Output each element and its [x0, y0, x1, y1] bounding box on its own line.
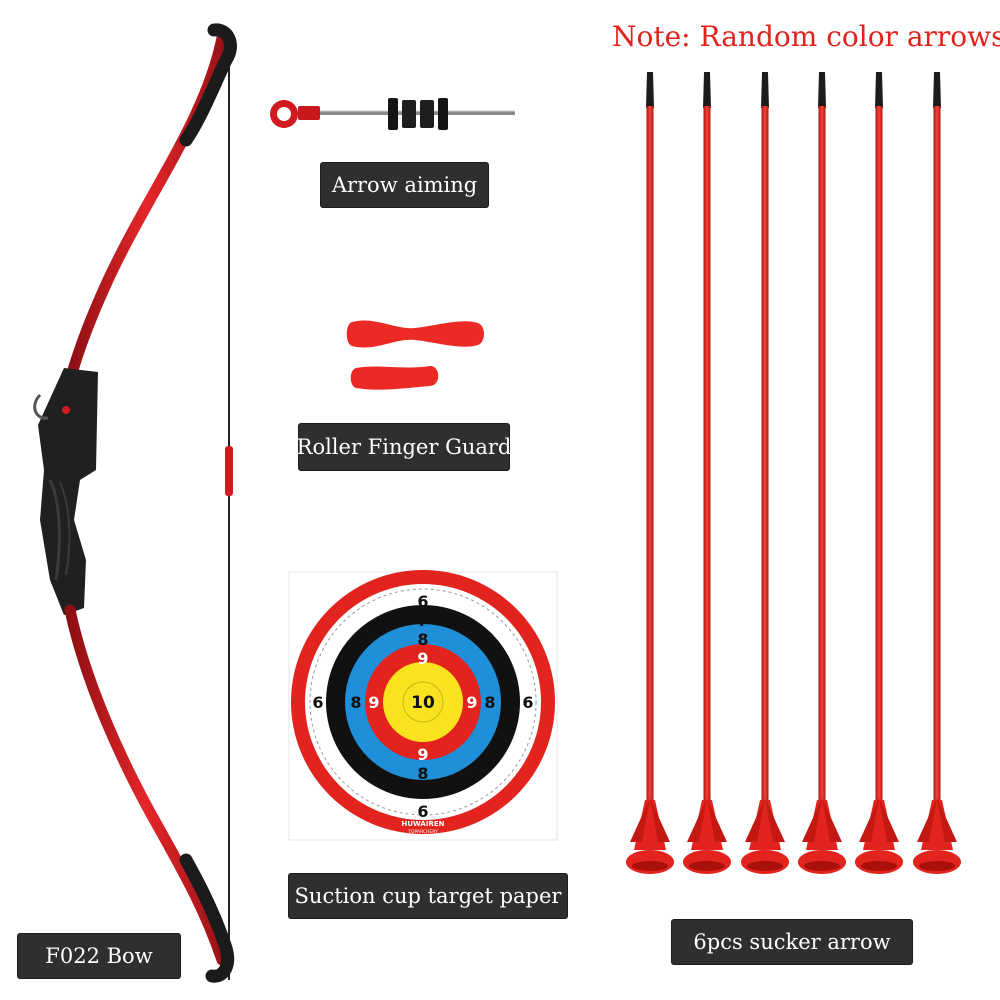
target-label-7-right: 7 [502, 693, 513, 712]
upper-tip-cap [179, 23, 237, 147]
target-brand-sub: TOPARCHERY [407, 829, 438, 835]
label-f022-bow: F022 Bow [18, 934, 180, 978]
target-brand: HUWAIREN [401, 820, 444, 828]
label-arrow-aiming: Arrow aiming [321, 163, 488, 207]
target-label-9-bottom: 9 [417, 745, 428, 764]
target-icon: 6 7 8 9 9 8 7 6 6 7 8 9 9 8 7 6 10 HUWAI… [288, 570, 558, 841]
sucker-arrow [798, 72, 846, 874]
target-label-7-top: 7 [417, 611, 428, 630]
target-label-9-left: 9 [368, 693, 379, 712]
target-label-6-top: 6 [417, 592, 428, 611]
lower-tip-cap [179, 853, 235, 983]
note-text: Note: Random color arrows [612, 20, 1000, 53]
target-label-9-top: 9 [417, 649, 428, 668]
bow-icon [33, 23, 237, 983]
target-label-9-right: 9 [466, 693, 477, 712]
label-6pcs-sucker-arrow: 6pcs sucker arrow [672, 920, 912, 964]
sucker-arrow [855, 72, 903, 874]
target-label-7-left: 7 [332, 693, 343, 712]
sucker-arrow [626, 72, 674, 874]
target-label-7-bottom: 7 [417, 783, 428, 802]
target-label-10: 10 [411, 693, 435, 713]
label-roller-finger-guard: Roller Finger Guard [297, 424, 511, 470]
target-ring-10 [383, 662, 463, 742]
lower-limb [64, 604, 228, 966]
target-label-8-left: 8 [350, 693, 361, 712]
target-label-6-right: 6 [522, 693, 533, 712]
target-label-6-bottom: 6 [417, 802, 428, 821]
sucker-arrow-icon [626, 72, 961, 874]
finger-guard-icon [346, 320, 484, 390]
sucker-arrow [741, 72, 789, 874]
upper-limb [64, 32, 228, 386]
arrow-sight-icon [270, 98, 515, 130]
sucker-arrow [913, 72, 961, 874]
bow-riser [38, 368, 98, 615]
label-suction-cup-target-paper: Suction cup target paper [289, 874, 567, 918]
string-nock-point [225, 446, 233, 496]
target-label-8-right: 8 [484, 693, 495, 712]
target-label-8-top: 8 [417, 630, 428, 649]
target-label-8-bottom: 8 [417, 764, 428, 783]
sucker-arrow [683, 72, 731, 874]
target-label-6-left: 6 [312, 693, 323, 712]
